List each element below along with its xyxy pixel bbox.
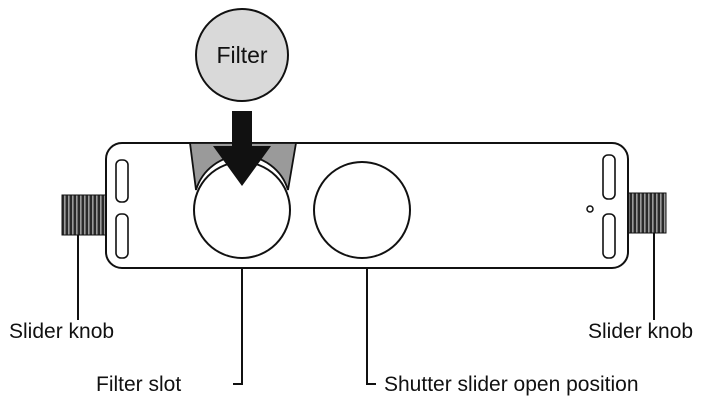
shutter-open-circle (313, 161, 411, 259)
filter-slot-label: Filter slot (96, 373, 182, 396)
filter-bubble (195, 8, 289, 102)
filter-slot-leader (233, 268, 243, 385)
filter-bubble-label: Filter (216, 42, 267, 68)
slider-knob-left-label: Slider knob (9, 320, 115, 343)
slider-knob-right (623, 192, 667, 320)
screw-hole (586, 205, 594, 213)
slider-knob-left (61, 194, 109, 320)
slider-knob-right-label: Slider knob (588, 320, 694, 343)
end-slots (115, 154, 616, 259)
insert-arrow-icon (213, 111, 271, 186)
shutter-open-label: Shutter slider open position (384, 373, 639, 396)
shutter-open-leader (366, 268, 376, 385)
